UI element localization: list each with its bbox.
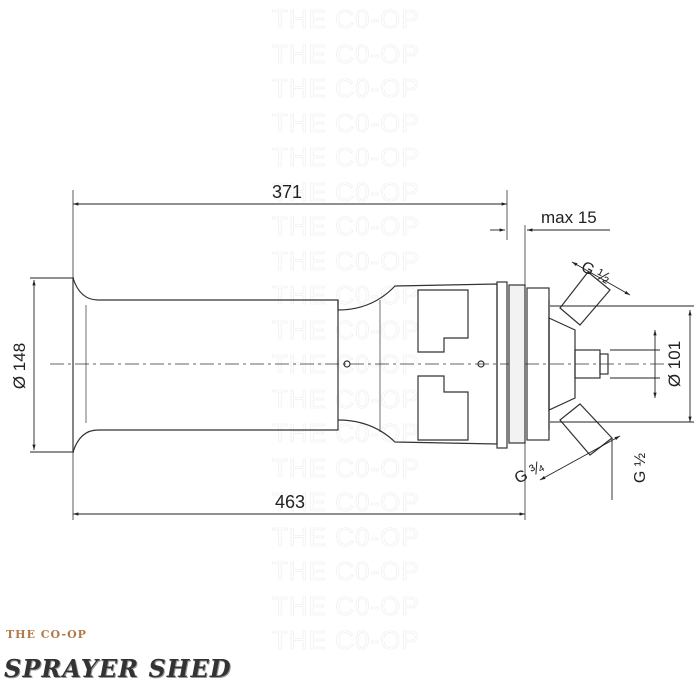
dim-thread-bottom-right: G ½ bbox=[632, 453, 649, 483]
dim-463: 463 bbox=[275, 492, 305, 512]
dim-thread-top: G ½ bbox=[578, 259, 613, 288]
dim-diameter-148: Ø 148 bbox=[10, 343, 29, 389]
logo-big-text: SPRAYER SHED bbox=[4, 654, 232, 683]
dim-max-15: max 15 bbox=[541, 208, 597, 227]
logo-small-text: THE CO-OP bbox=[6, 628, 87, 641]
sprayer-shed-logo: THE CO-OP SPRAYER SHED bbox=[0, 624, 320, 700]
dim-thread-bottom-left: G ¾ bbox=[512, 458, 547, 488]
dim-diameter-101: Ø 101 bbox=[665, 341, 684, 387]
dim-371: 371 bbox=[272, 182, 302, 202]
